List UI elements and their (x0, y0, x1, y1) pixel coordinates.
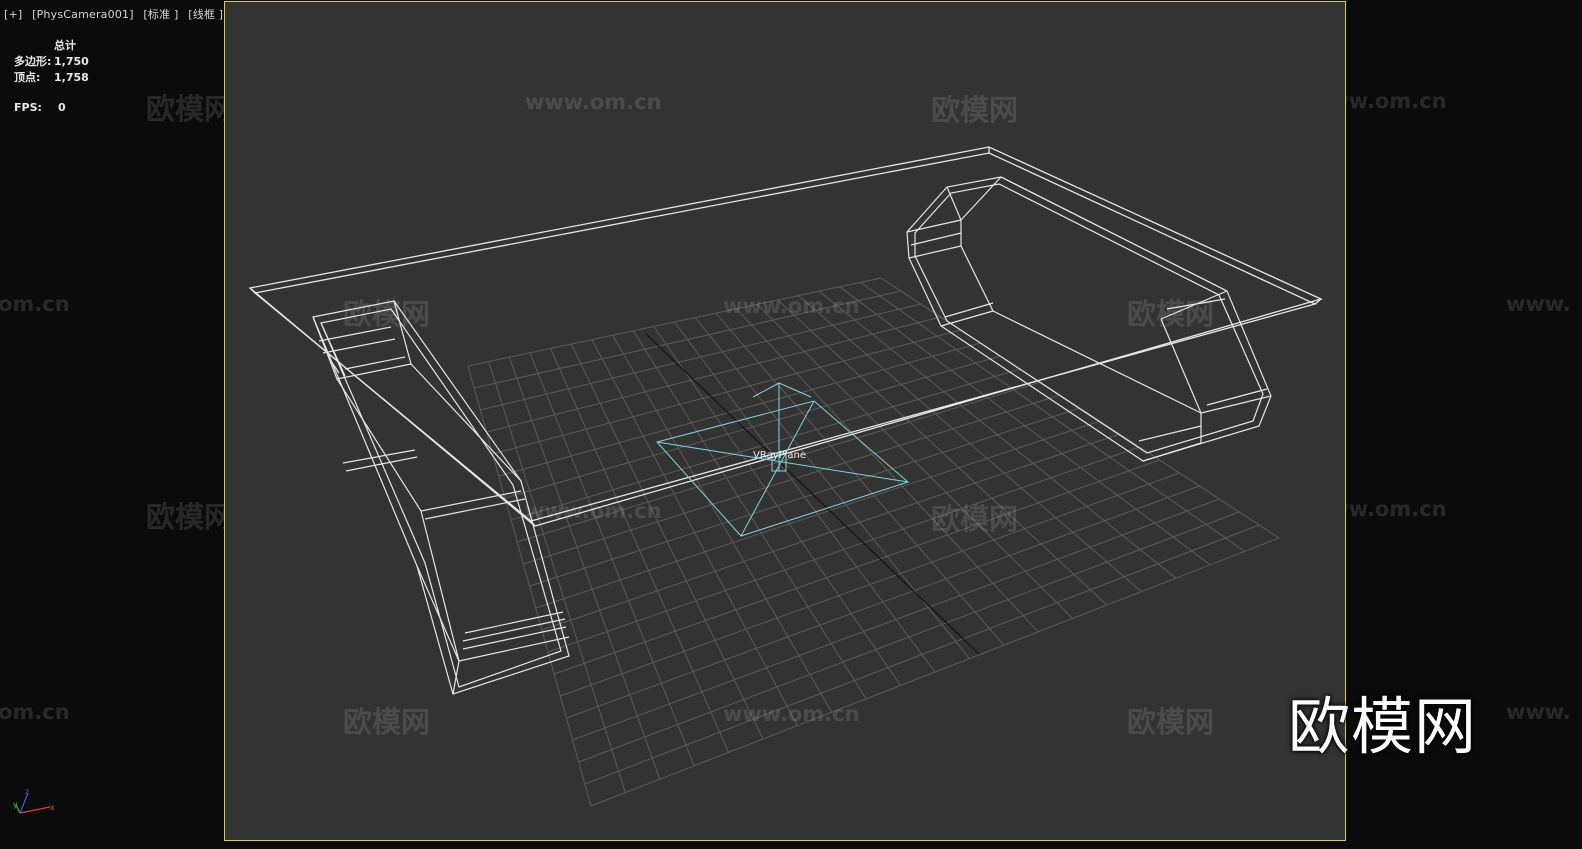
grid-line (541, 433, 1120, 631)
grid-line (535, 420, 1101, 609)
grid-line (584, 524, 1260, 785)
viewport-label: [+] [PhysCamera001] [标准 ] [线框 ] (4, 6, 229, 22)
watermark-cn: 欧模网 (1127, 705, 1215, 739)
vertex-count-value: 1,758 (54, 71, 89, 84)
polygon-count-value: 1,750 (54, 55, 89, 68)
watermark-url-partial: www. (1506, 700, 1571, 724)
grid-line (578, 511, 1240, 763)
viewport-display-mode-menu[interactable]: [线框 ] (188, 8, 224, 21)
watermark-cn: 欧模网 (931, 93, 1019, 127)
axis-tripod-icon: x z y (13, 787, 55, 814)
svg-text:z: z (25, 787, 29, 796)
grid-axes (645, 333, 980, 655)
watermark-url: www.om.cn (723, 294, 860, 318)
polygon-count-label: 多边形: (14, 55, 52, 68)
scene-statistics: 总计 多边形: 1,750 顶点: 1,758 (14, 38, 89, 86)
watermark-cn: 欧模网 (343, 705, 431, 739)
vrayplane-helper (656, 382, 910, 537)
grid-line (553, 459, 1160, 675)
grid-line (736, 308, 1039, 633)
svg-text:y: y (13, 800, 18, 809)
viewport-shading-menu[interactable]: [标准 ] (143, 8, 179, 21)
vrayplane-label: VRayPlane (753, 450, 806, 461)
watermark-cn: 欧模网 (931, 502, 1019, 536)
grid-line (839, 286, 1211, 566)
watermark-url: www.om.cn (723, 702, 860, 726)
fps-value: 0 (58, 101, 66, 114)
viewport-camera-menu[interactable]: [PhysCamera001] (32, 8, 134, 21)
watermark-cn: 欧模网 (343, 297, 431, 331)
watermark-url: www.om.cn (525, 90, 662, 114)
vertex-count-label: 顶点: (14, 71, 41, 84)
watermark-url: www.om.cn (525, 499, 662, 523)
left-leg-wireframe (312, 300, 570, 695)
right-leg-wireframe (906, 176, 1272, 462)
home-grid (467, 277, 1280, 807)
grid-line (818, 290, 1177, 579)
perspective-viewport[interactable]: VRayPlane www.om.cn 欧模网 欧模网 www.om.cn 欧模… (224, 1, 1346, 841)
grid-line (860, 281, 1245, 552)
grid-line (547, 446, 1140, 653)
grid-line (798, 295, 1142, 592)
brand-watermark: 欧模网 (1288, 690, 1478, 763)
grid-line (566, 485, 1200, 719)
watermark-url-tail: om.cn (0, 700, 70, 724)
watermark-url-partial: www. (1506, 292, 1571, 316)
fps-readout: FPS: 0 (14, 101, 66, 114)
grid-line (694, 317, 970, 659)
fps-label: FPS: (14, 101, 42, 114)
grid-line (756, 304, 1073, 619)
watermark-cn: 欧模网 (1127, 297, 1215, 331)
wireframe-scene: VRayPlane (248, 146, 1323, 807)
grid-line (572, 498, 1220, 741)
viewport-menu-plus[interactable]: [+] (4, 8, 23, 21)
table-top-wireframe (248, 146, 1323, 527)
stats-header: 总计 (54, 39, 76, 52)
svg-text:x: x (50, 803, 55, 812)
grid-line (777, 299, 1108, 606)
grid-line (560, 472, 1180, 697)
grid-line (529, 407, 1081, 587)
watermark-cn: 欧模网 (146, 500, 234, 534)
grid-line (715, 312, 1005, 646)
grid-line (590, 537, 1280, 807)
watermark-url-tail: om.cn (0, 292, 70, 316)
watermark-cn: 欧模网 (146, 92, 234, 126)
